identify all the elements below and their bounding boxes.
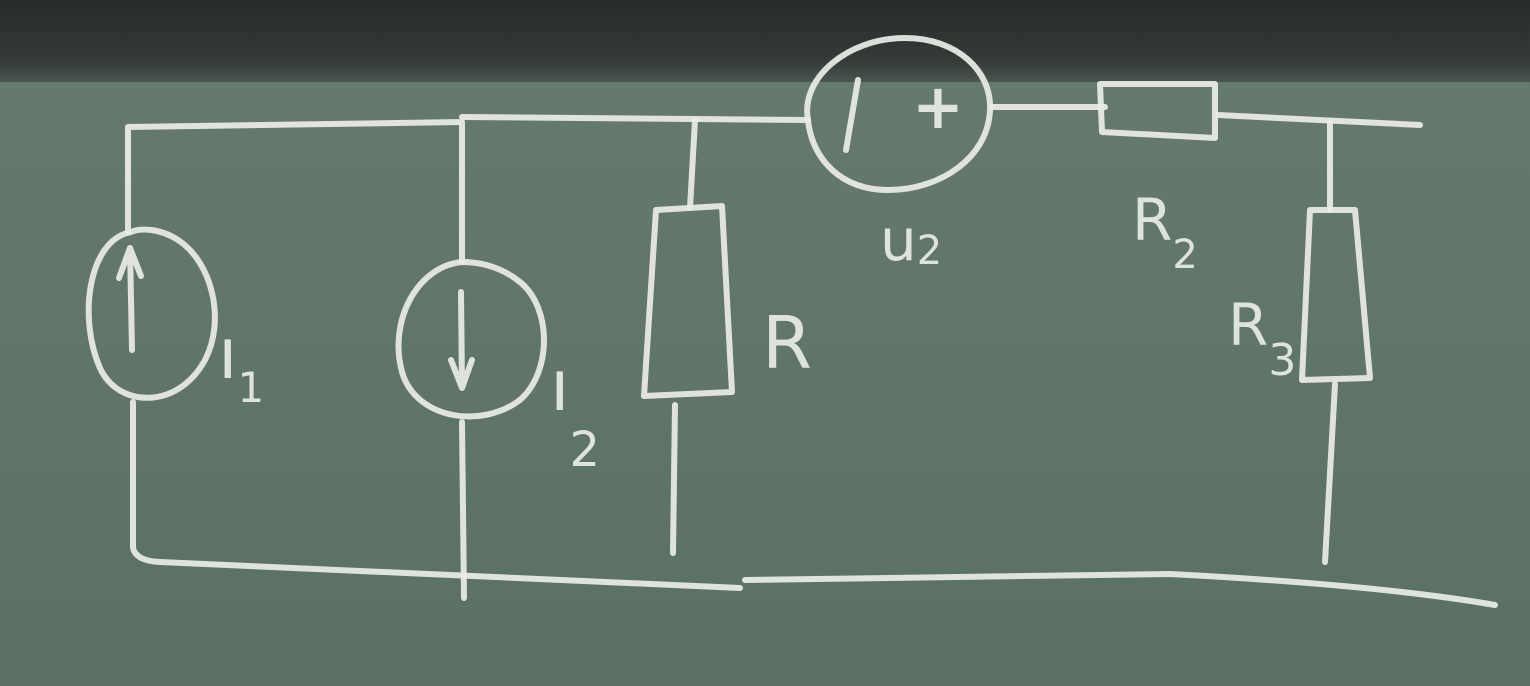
current-source-i2 [395, 259, 547, 420]
resistor-r3 [1299, 207, 1373, 383]
voltage-source-u2-circle [804, 35, 994, 193]
arrow-up-icon [116, 245, 144, 353]
label-r2-main: R [1132, 186, 1172, 254]
voltage-minus-icon [843, 77, 861, 153]
label-r: R [762, 301, 812, 385]
current-source-i2-circle [395, 259, 547, 420]
current-source-i1 [85, 226, 218, 401]
label-i1: ı1 [218, 313, 264, 412]
wire-r-bottom [670, 402, 678, 556]
wire-top-right [1215, 112, 1423, 128]
wire-bottom-left [130, 399, 743, 591]
current-source-i1-circle [85, 226, 218, 401]
label-r2-subscript: 2 [1172, 232, 1197, 278]
wire-top-left [125, 119, 465, 265]
label-i2-subscript: 2 [569, 422, 600, 478]
resistor-r2 [1097, 81, 1218, 141]
board-top-frame [0, 0, 1530, 82]
label-i2-main: ı [550, 345, 569, 427]
wire-i2-bottom [459, 419, 467, 601]
wire-r3-bottom [1322, 381, 1338, 565]
label-r2: R2 [1132, 186, 1198, 278]
label-u2: u2 [880, 206, 942, 274]
wire-top-middle [459, 114, 811, 123]
voltage-plus-sign: + [912, 70, 964, 143]
label-r3-main: R [1228, 291, 1268, 359]
voltage-source-u2: + [804, 35, 994, 193]
resistor-r [641, 203, 735, 399]
wire-r-top-tap [687, 117, 698, 211]
wire-bottom-right [742, 571, 1498, 608]
label-i2: ı2 [550, 345, 600, 478]
label-u2-subscript: 2 [917, 228, 942, 274]
label-r3-subscript: 3 [1268, 335, 1296, 386]
label-u2-main: u [880, 206, 917, 274]
label-i1-main: ı [218, 313, 237, 395]
label-i1-subscript: 1 [237, 363, 264, 412]
label-r3: R3 [1228, 291, 1296, 386]
arrow-down-icon [448, 289, 475, 391]
